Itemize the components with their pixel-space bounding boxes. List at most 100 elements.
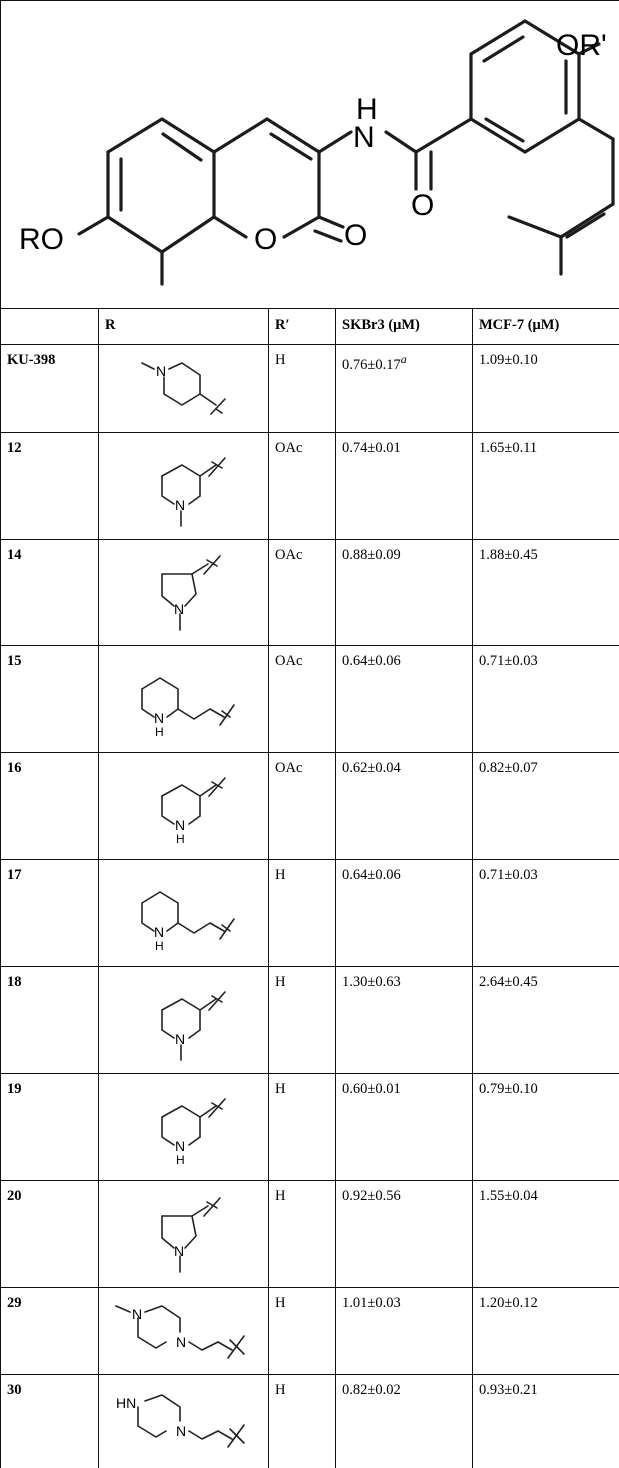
svg-text:N: N <box>175 1031 185 1047</box>
r-group-1-methylpiperidin-4-yl: N <box>140 362 226 416</box>
table-row: 19 N H H 0.60±0.01 0.79±0.10 <box>0 1072 619 1181</box>
r-prime-value: H <box>268 1179 336 1288</box>
skbr3-value: 0.82±0.02 <box>335 1374 473 1468</box>
skbr3-value: 0.76±0.17a <box>335 343 473 433</box>
mcf7-value: 0.93±0.21 <box>471 1374 619 1468</box>
table-row: 18 N H 1.30±0.63 2.64±0.45 <box>0 965 619 1074</box>
scaffold-bonds <box>77 19 615 287</box>
r-group-methylpiperazinylpropyl: N N <box>114 1305 245 1359</box>
svg-text:HN: HN <box>116 1395 136 1411</box>
table-row: 20 N H 0.92±0.56 1.55±0.04 <box>0 1179 619 1288</box>
svg-text:H: H <box>155 725 164 739</box>
r-group-n-methylpyrrolidin-3-ylmethyl: N <box>160 555 221 632</box>
r-group-structure: N H <box>98 645 269 754</box>
col-header-mcf7: MCF-7 (μM) <box>471 307 619 345</box>
compound-id: 19 <box>0 1072 99 1181</box>
mcf7-value: 1.55±0.04 <box>471 1179 619 1288</box>
table-row: 12 N OAc 0.74±0.01 1.65±0.1 <box>0 431 619 540</box>
r-prime-value: OAc <box>268 645 336 754</box>
svg-text:N: N <box>174 1243 184 1259</box>
skbr3-value: 0.92±0.56 <box>335 1179 473 1288</box>
svg-text:N: N <box>175 1138 185 1154</box>
r-group-structure: N <box>98 538 269 647</box>
skbr3-value: 1.30±0.63 <box>335 965 473 1074</box>
compound-id: 30 <box>0 1374 99 1468</box>
header-row: R R′ SKBr3 (μM) MCF-7 (μM) <box>0 307 619 345</box>
r-prime-value: OAc <box>268 538 336 647</box>
r-group-structure: HN N <box>98 1374 269 1468</box>
r-group-structure: N <box>98 343 269 433</box>
scaffold-row: RO OR' H N O O O <box>0 0 619 309</box>
r-prime-value: H <box>268 1072 336 1181</box>
r-prime-value: OAc <box>268 431 336 540</box>
r-group-structure: N <box>98 1179 269 1288</box>
mcf7-value: 2.64±0.45 <box>471 965 619 1074</box>
svg-text:N: N <box>174 601 184 617</box>
mcf7-value: 1.65±0.11 <box>471 431 619 540</box>
mcf7-value: 0.79±0.10 <box>471 1072 619 1181</box>
svg-text:N: N <box>175 497 185 513</box>
svg-text:N: N <box>154 710 164 726</box>
r-prime-value: H <box>268 965 336 1074</box>
mcf7-value: 1.20±0.12 <box>471 1286 619 1376</box>
compound-id: 17 <box>0 859 99 967</box>
col-header-r: R <box>98 307 269 345</box>
mcf7-value: 1.09±0.10 <box>471 343 619 433</box>
svg-text:N: N <box>176 1334 186 1350</box>
mcf7-value: 0.82±0.07 <box>471 752 619 861</box>
compound-id: 18 <box>0 965 99 1074</box>
svg-text:N: N <box>132 1306 142 1322</box>
r-group-piperidin-3-ylmethyl: N H <box>160 777 226 846</box>
compound-id: 12 <box>0 431 99 540</box>
skbr3-value: 0.74±0.01 <box>335 431 473 540</box>
lactone-o-label: O <box>344 219 367 252</box>
table-row: 17 N H H 0.64±0.06 0.71±0.03 <box>0 859 619 967</box>
table-row: KU-398 N H 0.76±0.17a 1.09±0.10 <box>0 343 619 433</box>
svg-text:H: H <box>176 832 185 846</box>
r-group-structure: N H <box>98 859 269 967</box>
skbr3-value: 0.60±0.01 <box>335 1072 473 1181</box>
svg-text:H: H <box>155 939 164 953</box>
compound-id: 20 <box>0 1179 99 1288</box>
skbr3-value: 0.88±0.09 <box>335 538 473 647</box>
col-header-compound <box>0 307 99 345</box>
footnote-marker: a <box>400 351 407 366</box>
skbr3-value: 0.64±0.06 <box>335 859 473 967</box>
r-group-n-methylpiperidin-3-ylmethyl: N <box>160 991 226 1061</box>
svg-text:N: N <box>154 924 164 940</box>
r-prime-value: OAc <box>268 752 336 861</box>
table-row: 30 HN N H 0.82±0.02 0.93±0.21 <box>0 1374 619 1468</box>
nh-n-label: N <box>353 121 375 154</box>
col-header-skbr3: SKBr3 (μM) <box>335 307 473 345</box>
svg-text:H: H <box>176 1153 185 1167</box>
svg-text:N: N <box>176 1423 186 1439</box>
r-group-n-methylpiperidin-3-ylmethyl: N <box>160 456 226 527</box>
r-group-structure: N H <box>98 752 269 861</box>
r-group-piperazinylpropyl: HN N <box>116 1393 245 1448</box>
mcf7-value: 0.71±0.03 <box>471 859 619 967</box>
r-group-structure: N N <box>98 1286 269 1376</box>
r-prime-value: H <box>268 343 336 433</box>
compound-id: KU-398 <box>0 343 99 433</box>
ro-label: RO <box>19 223 64 256</box>
table-row: 29 N N H 1.01±0.03 1.20±0.12 <box>0 1286 619 1376</box>
skbr3-value: 0.62±0.04 <box>335 752 473 861</box>
mcf7-value: 0.71±0.03 <box>471 645 619 754</box>
r-group-structure: N <box>98 965 269 1074</box>
compound-id: 29 <box>0 1286 99 1376</box>
svg-text:N: N <box>156 363 166 379</box>
table-row: 14 N OAc 0.88±0.09 1.88±0.45 <box>0 538 619 647</box>
or-prime-label: OR' <box>556 29 607 62</box>
table-row: 16 N H OAc 0.62±0.04 0.82±0.07 <box>0 752 619 861</box>
r-group-n-methylpyrrolidin-3-ylmethyl: N <box>160 1196 221 1273</box>
r-group-piperidin-2-ylethyl: N H <box>140 677 235 739</box>
compound-id: 15 <box>0 645 99 754</box>
r-prime-value: H <box>268 1374 336 1468</box>
col-header-r-prime: R′ <box>268 307 336 345</box>
scaffold-atoms: RO OR' H N O O O <box>19 29 607 256</box>
nh-h-label: H <box>356 93 378 126</box>
r-prime-value: H <box>268 1286 336 1376</box>
table-row: 15 N H OAc 0.64±0.06 0.71±0.03 <box>0 645 619 754</box>
